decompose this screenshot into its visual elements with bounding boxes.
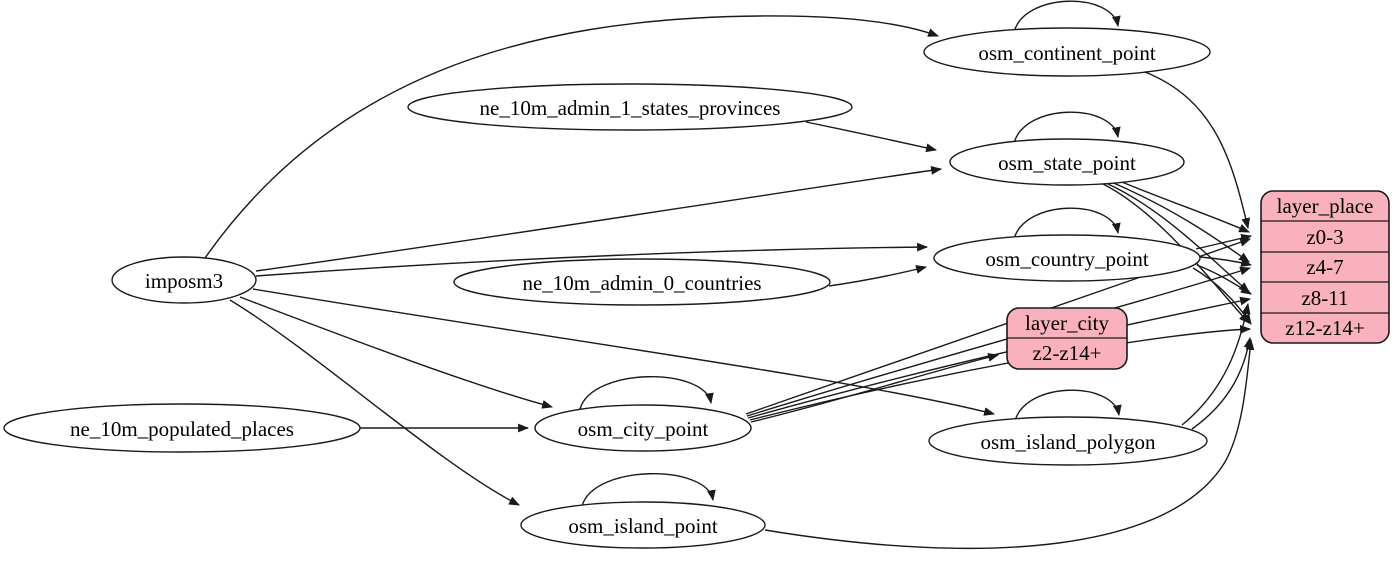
imposm3-ellipse — [111, 256, 257, 304]
edge-imposm3-osm_country_point — [255, 242, 929, 277]
imposm3-label: imposm3 — [145, 269, 223, 293]
edge-osm_continent_point-layer_place-z0-3 — [1144, 71, 1251, 230]
edge-osm_island_point-layer_place-z12-z14 — [764, 338, 1255, 549]
edge-ne_10m_admin_1_states_provinces-osm_state_point — [805, 121, 938, 153]
node-ne_10m_admin_0_countries: ne_10m_admin_0_countries — [453, 258, 831, 306]
osm_state_point-ellipse — [949, 138, 1185, 186]
edge-self-osm_country_point — [1013, 207, 1121, 240]
edge-osm_country_point-layer_place-z0-3 — [1195, 233, 1253, 250]
edge-ne_10m_admin_0_countries-osm_country_point — [828, 265, 928, 287]
edge-imposm3-osm_state_point — [255, 166, 943, 272]
osm_island_polygon-ellipse — [928, 416, 1208, 466]
layer_place-title: layer_place — [1277, 194, 1374, 218]
osm_island_point-label: osm_island_point — [568, 514, 718, 538]
edge-osm_country_point-layer_place-z12-z14 — [1192, 267, 1252, 325]
osm_island_polygon-label: osm_island_polygon — [980, 430, 1156, 454]
edge-osm_state_point-layer_place-z4-7 — [1108, 180, 1250, 263]
node-osm_island_polygon: osm_island_polygon — [928, 416, 1208, 466]
osm_continent_point-ellipse — [923, 27, 1211, 77]
node-osm_city_point: osm_city_point — [534, 404, 752, 452]
layer_place-row-z0-3: z0-3 — [1306, 225, 1343, 249]
edge-osm_country_point-layer_place-z4-7 — [1199, 256, 1253, 267]
edge-imposm3-osm_island_polygon — [252, 288, 996, 416]
node-osm_island_point: osm_island_point — [520, 501, 766, 549]
osm_continent_point-label: osm_continent_point — [978, 41, 1155, 65]
edge-self-osm_state_point — [1013, 111, 1121, 144]
layer_place-row-z12-z14: z12-z14+ — [1285, 316, 1364, 340]
edge-osm_city_point-layer_city-z2-z14 — [750, 353, 1000, 423]
layer_city-row-z2-z14: z2-z14+ — [1033, 341, 1102, 365]
node-osm_country_point: osm_country_point — [933, 234, 1201, 282]
edge-imposm3-osm_continent_point — [204, 15, 940, 259]
edge-self-osm_island_polygon — [1014, 389, 1122, 422]
layer_place-box — [1260, 190, 1390, 344]
osm_city_point-ellipse — [534, 404, 752, 452]
ne_10m_admin_0_countries-ellipse — [453, 258, 831, 306]
edge-osm_city_point-layer_place-z12-z14 — [749, 325, 1252, 421]
node-layer_city: layer_city z2-z14+ — [1006, 307, 1128, 370]
edge-osm_island_polygon-layer_place-z8-11 — [1181, 302, 1251, 426]
edge-imposm3-osm_city_point — [239, 296, 554, 409]
edge-imposm3-osm_island_point — [229, 299, 520, 506]
ne_10m_admin_0_countries-label: ne_10m_admin_0_countries — [522, 271, 761, 295]
osm_city_point-label: osm_city_point — [578, 417, 709, 441]
ne_10m_populated_places-ellipse — [3, 403, 361, 453]
edge-self-osm_continent_point — [1013, 0, 1121, 33]
edge-osm_state_point-layer_place-z0-3 — [1111, 177, 1251, 233]
osm_country_point-ellipse — [933, 234, 1201, 282]
node-osm_continent_point: osm_continent_point — [923, 27, 1211, 77]
node-imposm3: imposm3 — [111, 256, 257, 304]
edge-osm_country_point-layer_place-z8-11 — [1196, 264, 1252, 295]
node-layer_place: layer_place z0-3 z4-7 z8-11 z12-z14+ — [1260, 190, 1390, 344]
node-ne_10m_admin_1_states_provinces: ne_10m_admin_1_states_provinces — [407, 83, 853, 131]
ne_10m_populated_places-label: ne_10m_populated_places — [70, 417, 294, 441]
edge-self-osm_island_point — [581, 473, 716, 507]
layer_place-row-z4-7: z4-7 — [1306, 255, 1343, 279]
ne_10m_admin_1_states_provinces-ellipse — [407, 83, 853, 131]
edge-self-osm_city_point — [579, 376, 714, 410]
node-osm_state_point: osm_state_point — [949, 138, 1185, 186]
edge-osm_city_point-layer_place-z8-11 — [747, 296, 1252, 419]
layer_city-title: layer_city — [1025, 311, 1109, 335]
edge-osm_city_point-layer_place-z4-7 — [746, 266, 1252, 417]
ne_10m_admin_1_states_provinces-label: ne_10m_admin_1_states_provinces — [480, 96, 781, 120]
osm_island_point-ellipse — [520, 501, 766, 549]
node-ne_10m_populated_places: ne_10m_populated_places — [3, 403, 361, 453]
edge-layer — [204, 0, 1255, 549]
osm_country_point-label: osm_country_point — [985, 247, 1148, 271]
edge-osm_state_point-layer_place-z8-11 — [1105, 182, 1250, 293]
osm_state_point-label: osm_state_point — [998, 151, 1136, 175]
layer_place-row-z8-11: z8-11 — [1301, 286, 1348, 310]
